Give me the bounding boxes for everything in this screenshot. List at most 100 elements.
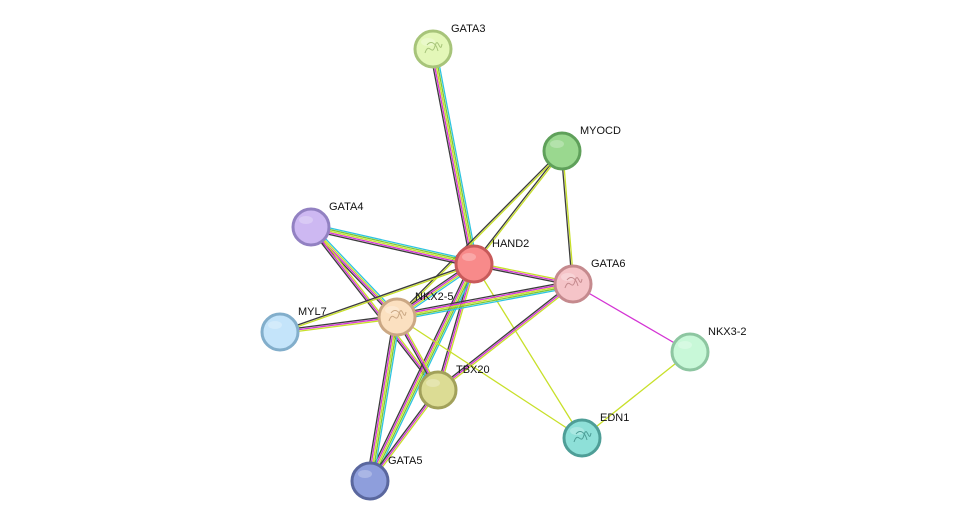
edge-evidence-line [279,264,475,334]
node-label-gata3: GATA3 [451,23,485,35]
node-highlight [426,379,440,387]
edge-gata6-nkx3-2[interactable] [572,283,691,353]
edge-myocd-nkx2-5[interactable] [395,149,564,319]
protein-structure-icon [573,431,592,443]
node-gata3[interactable]: GATA3 [413,23,485,69]
edge-gata6-tbx20[interactable] [436,282,575,392]
edge-evidence-line [562,150,575,285]
edge-evidence-line [310,226,475,265]
node-circle[interactable] [418,370,458,410]
edge-evidence-line [396,284,574,320]
node-circle[interactable] [350,461,390,501]
node-label-hand2: HAND2 [492,238,529,250]
edge-evidence-line [310,226,439,391]
edge-evidence-line [310,225,399,318]
edge-gata6-nkx2-5[interactable] [395,280,575,321]
node-edn1[interactable]: EDN1 [562,412,629,458]
node-label-myl7: MYL7 [298,306,327,318]
edge-hand2-edn1[interactable] [473,263,583,439]
protein-structure-icon [564,277,583,289]
edge-gata4-hand2[interactable] [309,223,476,268]
edge-evidence-line [370,264,477,483]
edge-evidence-line [309,227,475,267]
node-gata6[interactable]: GATA6 [553,258,625,304]
edge-nkx2-5-myl7[interactable] [279,314,398,335]
node-myocd[interactable]: MYOCD [542,125,621,171]
edge-evidence-line [279,262,475,332]
node-circle[interactable] [413,29,453,69]
node-highlight [561,273,575,281]
node-label-tbx20: TBX20 [456,364,490,376]
edge-evidence-line [311,223,476,262]
node-gata4[interactable]: GATA4 [291,201,363,247]
node-label-edn1: EDN1 [600,412,629,424]
node-circle[interactable] [454,244,494,284]
edge-evidence-line [396,286,575,321]
edge-evidence-line [432,48,475,265]
node-tbx20[interactable]: TBX20 [418,364,490,410]
node-nkx3-2[interactable]: NKX3-2 [670,326,747,372]
edge-evidence-line [438,284,575,392]
edge-evidence-line [396,316,583,439]
edge-evidence-line [430,48,474,265]
edge-evidence-line [366,315,395,482]
edge-evidence-line [309,229,474,268]
edge-evidence-line [309,227,438,392]
edge-evidence-line [366,261,472,481]
edge-nkx3-2-edn1[interactable] [581,351,691,439]
node-label-nkx3-2: NKX3-2 [708,326,747,338]
edge-evidence-line [370,316,400,482]
node-label-gata5: GATA5 [388,455,422,467]
edge-hand2-myl7[interactable] [279,262,475,334]
edge-evidence-line [396,283,574,318]
node-highlight [550,140,564,148]
edge-evidence-line [473,150,564,266]
node-highlight [299,216,313,224]
node-highlight [678,341,692,349]
edge-evidence-line [572,283,691,353]
edge-evidence-line [433,48,477,265]
edge-hand2-gata5[interactable] [366,261,478,484]
node-circle[interactable] [553,264,593,304]
edge-evidence-line [396,150,564,319]
node-circle[interactable] [542,131,582,171]
edge-evidence-line [396,281,574,317]
node-circle[interactable] [260,312,300,352]
node-highlight [385,306,399,314]
edge-evidence-line [367,316,397,482]
node-circle[interactable] [291,207,331,247]
node-label-gata6: GATA6 [591,258,625,270]
edge-evidence-line [372,316,401,483]
node-gata5[interactable]: GATA5 [350,455,422,501]
edge-myocd-hand2[interactable] [472,149,564,266]
edge-layer [279,47,691,484]
node-highlight [421,38,435,46]
node-label-gata4: GATA4 [329,201,363,213]
edge-evidence-line [429,48,472,266]
edge-evidence-line [560,150,573,285]
node-circle[interactable] [377,297,417,337]
node-circle[interactable] [562,418,602,458]
node-circle[interactable] [670,332,710,372]
protein-structure-icon [424,42,443,54]
edge-nkx2-5-gata5[interactable] [366,315,401,483]
edge-evidence-line [395,149,563,318]
node-highlight [268,321,282,329]
node-nkx2-5[interactable]: NKX2-5 [377,291,454,337]
node-highlight [462,253,476,261]
edge-evidence-line [279,317,398,335]
edge-evidence-line [311,225,440,390]
node-label-myocd: MYOCD [580,125,621,137]
edge-gata4-tbx20[interactable] [309,225,440,392]
edge-evidence-line [437,283,574,391]
edge-gata3-hand2[interactable] [429,47,478,266]
edge-myocd-gata6[interactable] [560,150,575,285]
node-hand2[interactable]: HAND2 [454,238,529,284]
edge-evidence-line [581,351,691,439]
edge-evidence-line [472,149,563,265]
edge-nkx2-5-edn1[interactable] [396,316,583,439]
node-myl7[interactable]: MYL7 [260,306,327,352]
edge-evidence-line [367,262,474,481]
